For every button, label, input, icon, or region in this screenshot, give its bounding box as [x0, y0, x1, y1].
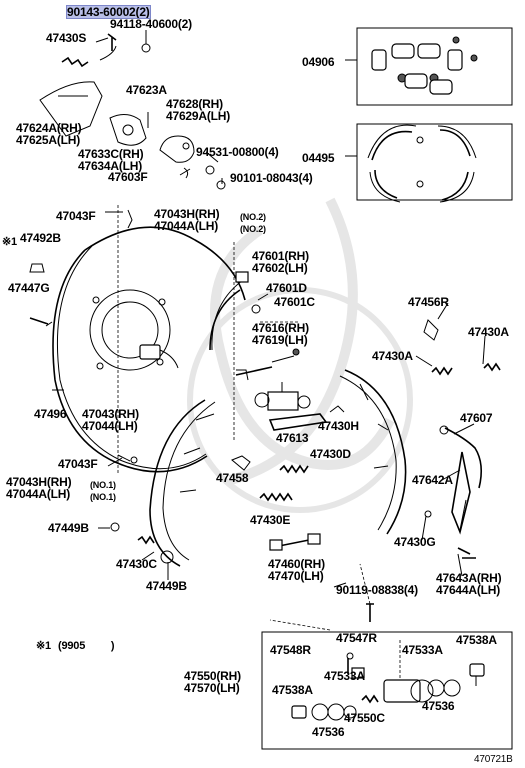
- part-label-47430H[interactable]: 47430H: [318, 419, 359, 433]
- part-label-04495[interactable]: 04495: [302, 151, 335, 165]
- part-label-47430A-right[interactable]: 47430A: [468, 325, 509, 339]
- part-label-47619[interactable]: 47619(LH): [252, 333, 308, 347]
- part-label-47492B[interactable]: 47492B: [20, 231, 61, 245]
- part-label-47628[interactable]: 47628(RH): [166, 97, 223, 111]
- footnote-mark: ※1: [36, 640, 51, 652]
- part-label-47458[interactable]: 47458: [216, 471, 249, 485]
- part-label-47536-right[interactable]: 47536: [422, 699, 455, 713]
- part-label-47470[interactable]: 47470(LH): [268, 569, 324, 583]
- watermark: [187, 197, 413, 513]
- part-label-47550C[interactable]: 47550C: [344, 711, 385, 725]
- part-label-47043[interactable]: 47043(RH): [82, 407, 139, 421]
- brake-shoe-left: [149, 399, 216, 567]
- part-label-47044[interactable]: 47044(LH): [82, 419, 138, 433]
- part-label-47430C[interactable]: 47430C: [116, 557, 157, 571]
- kit-box-04495: [356, 123, 513, 201]
- brake-shoe-right: [339, 369, 407, 535]
- brake-shoe-upper: [209, 271, 269, 351]
- position-note-no2-b: (NO.2): [240, 224, 266, 234]
- part-label-47044A-upper[interactable]: 47044A(LH): [154, 219, 219, 233]
- part-label-47536-left[interactable]: 47536: [312, 725, 345, 739]
- part-label-47623A[interactable]: 47623A: [126, 83, 167, 97]
- wheel-cylinder-exploded: [291, 652, 485, 721]
- bolt-90119: [366, 603, 374, 622]
- part-label-47449B-left[interactable]: 47449B: [48, 521, 89, 535]
- part-label-47625A[interactable]: 47625A(LH): [16, 133, 81, 147]
- part-label-47533A-left[interactable]: 47533A: [324, 669, 365, 683]
- parking-brake-lever: [424, 425, 483, 559]
- part-label-47613[interactable]: 47613: [276, 431, 309, 445]
- part-label-47601[interactable]: 47601(RH): [252, 249, 309, 263]
- part-label-47043F-upper[interactable]: 47043F: [56, 209, 96, 223]
- kit-box-04906: [356, 27, 513, 106]
- part-label-47603F[interactable]: 47603F: [108, 170, 148, 184]
- part-label-90143-60002[interactable]: 90143-60002(2): [66, 5, 151, 19]
- part-label-04906[interactable]: 04906: [302, 55, 335, 69]
- part-label-47430G[interactable]: 47430G: [394, 535, 436, 549]
- part-label-47634A[interactable]: 47634A(LH): [78, 159, 143, 173]
- part-label-47533A-right[interactable]: 47533A: [402, 643, 443, 657]
- part-label-47449B-bottom[interactable]: 47449B: [146, 579, 187, 593]
- part-label-47496[interactable]: 47496: [34, 407, 67, 421]
- alignment-lines: [117, 205, 401, 680]
- part-label-47044A-lower[interactable]: 47044A(LH): [6, 487, 71, 501]
- part-label-47447G[interactable]: 47447G: [8, 281, 50, 295]
- position-note-no1-a: (NO.1): [90, 480, 116, 490]
- left-small-parts: [29, 209, 174, 564]
- part-label-47643A[interactable]: 47643A(RH): [436, 571, 502, 585]
- wheel-cylinder-kit-parts: [371, 36, 478, 95]
- diagram-code: 470721B: [474, 754, 513, 765]
- part-label-47043F-lower[interactable]: 47043F: [58, 457, 98, 471]
- part-label-47602[interactable]: 47602(LH): [252, 261, 308, 275]
- shoe-kit-parts: [367, 124, 477, 203]
- part-label-90101-08043[interactable]: 90101-08043(4): [230, 171, 313, 185]
- part-label-94531-00800[interactable]: 94531-00800(4): [196, 145, 279, 159]
- right-springs: [423, 319, 501, 376]
- footnote-mark-1: ※1: [2, 236, 17, 248]
- part-label-47430D[interactable]: 47430D: [310, 447, 351, 461]
- part-label-47538A-right[interactable]: 47538A: [456, 633, 497, 647]
- part-label-47624A[interactable]: 47624A(RH): [16, 121, 82, 135]
- footnote-text: (9905 ): [58, 640, 115, 652]
- part-label-47547R[interactable]: 47547R: [336, 631, 377, 645]
- wheel-cylinder-center: [254, 382, 345, 431]
- part-label-47642A[interactable]: 47642A: [412, 473, 453, 487]
- part-label-47601D[interactable]: 47601D: [266, 281, 307, 295]
- part-label-47644A[interactable]: 47644A(LH): [436, 583, 501, 597]
- part-label-47430S[interactable]: 47430S: [46, 31, 87, 45]
- part-label-47601C[interactable]: 47601C: [274, 295, 315, 309]
- backing-plate: [52, 226, 246, 473]
- part-label-47607[interactable]: 47607: [460, 411, 493, 425]
- adjusting-lever-and-strut: [235, 348, 300, 381]
- part-label-47616[interactable]: 47616(RH): [252, 321, 309, 335]
- part-label-47550[interactable]: 47550(RH): [184, 669, 241, 683]
- part-label-47460[interactable]: 47460(RH): [268, 557, 325, 571]
- position-note-no1-b: (NO.1): [90, 492, 116, 502]
- part-label-90119-08838[interactable]: 90119-08838(4): [336, 583, 418, 597]
- leader-lines: [95, 37, 486, 588]
- part-label-47538A-left[interactable]: 47538A: [272, 683, 313, 697]
- part-label-47629A[interactable]: 47629A(LH): [166, 109, 231, 123]
- part-label-47430E[interactable]: 47430E: [250, 513, 291, 527]
- part-label-94118-40600[interactable]: 94118-40600(2): [110, 17, 192, 31]
- part-label-47043H-lower[interactable]: 47043H(RH): [6, 475, 72, 489]
- return-springs: [231, 455, 321, 551]
- part-label-47043H-upper[interactable]: 47043H(RH): [154, 207, 220, 221]
- wheel-cylinder-box: [261, 631, 513, 750]
- part-label-47548R[interactable]: 47548R: [270, 643, 311, 657]
- part-label-47456R[interactable]: 47456R: [408, 295, 449, 309]
- part-label-47570[interactable]: 47570(LH): [184, 681, 240, 695]
- position-note-no2-a: (NO.2): [240, 212, 266, 222]
- part-label-47430A-left[interactable]: 47430A: [372, 349, 413, 363]
- part-label-47633C[interactable]: 47633C(RH): [78, 147, 144, 161]
- upper-hardware: [39, 30, 226, 190]
